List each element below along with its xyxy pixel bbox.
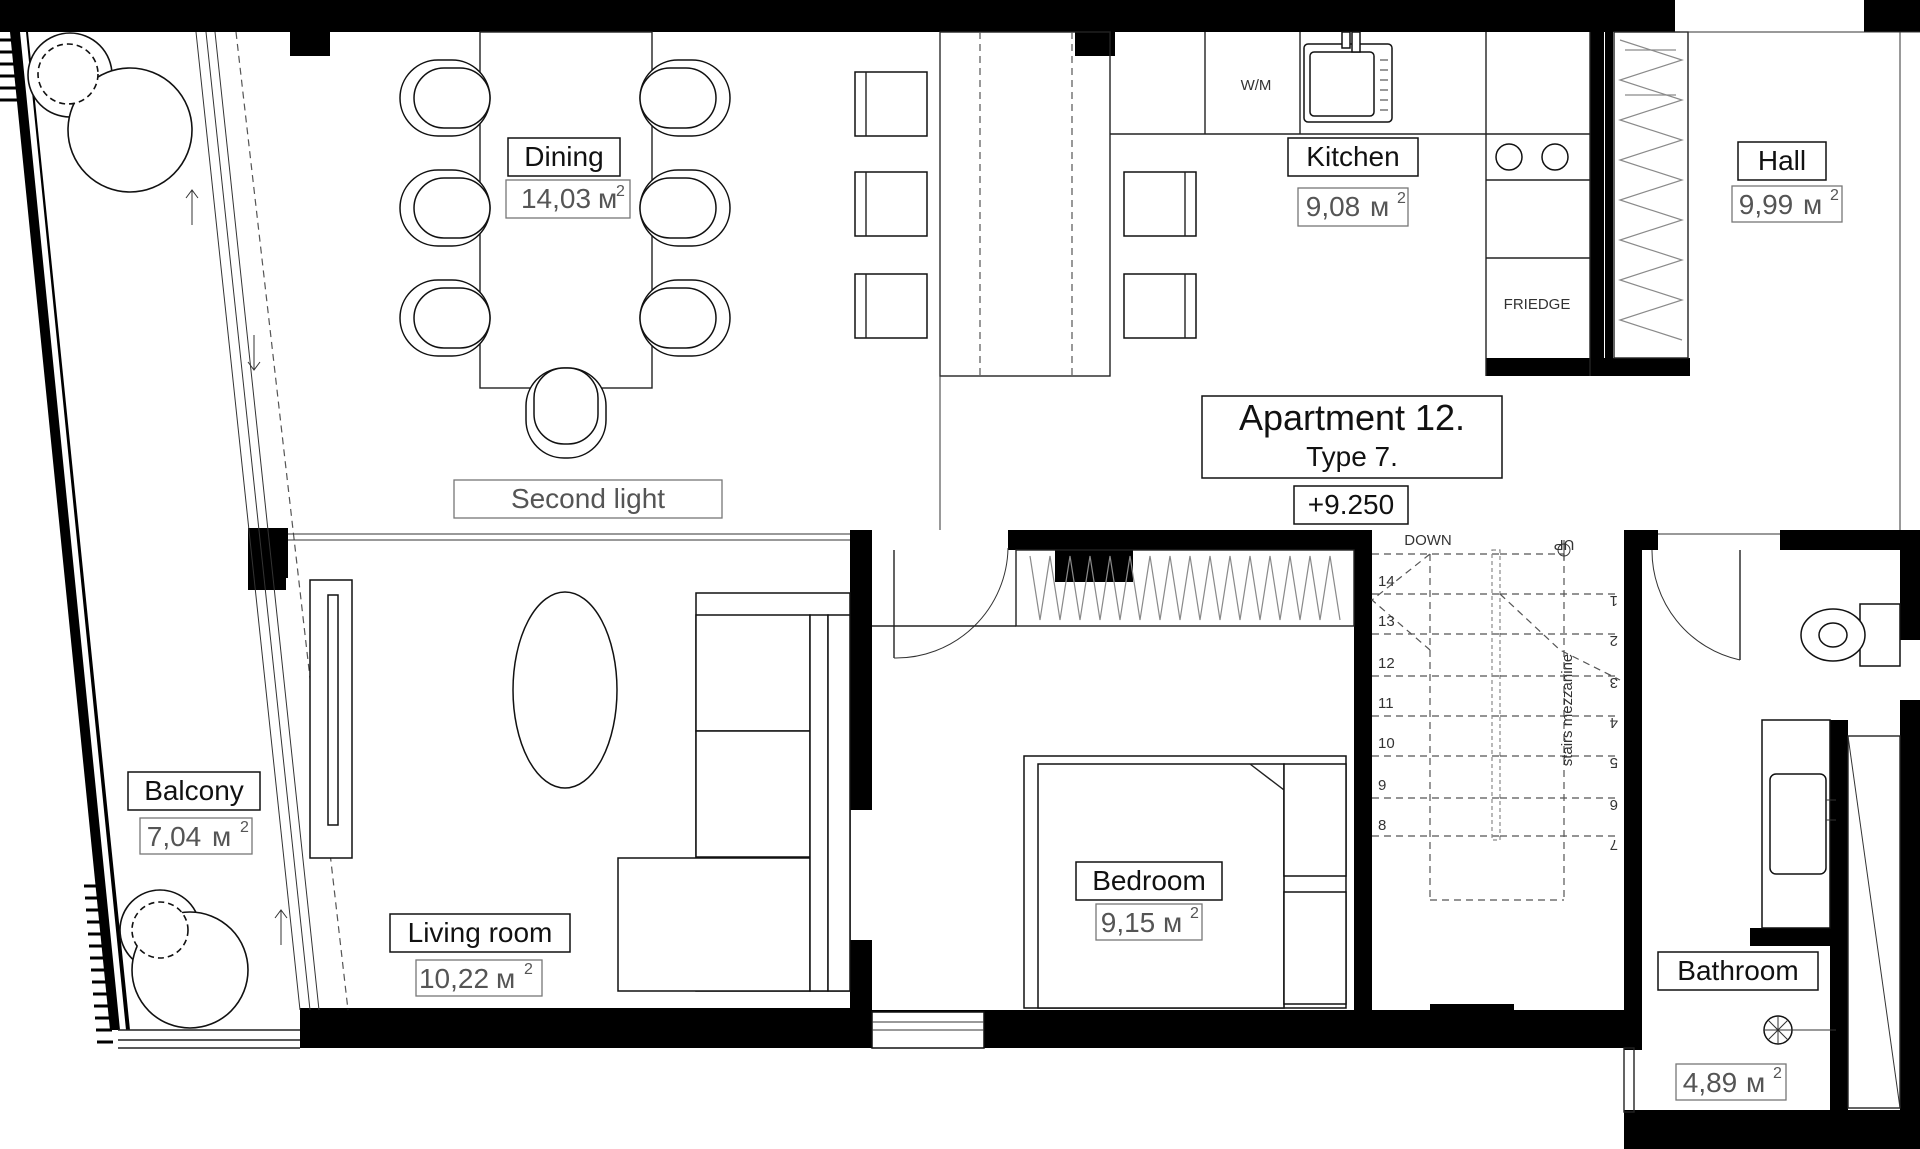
room-label-bathroom: Bathroom 4,89 м 2: [1657, 951, 1819, 1101]
room-area: 9,08: [1306, 191, 1361, 222]
kitchen-counter: [1204, 32, 1591, 376]
room-label-dining: Dining 14,03 м 2: [505, 137, 631, 219]
apartment-name: Apartment 12.: [1239, 397, 1465, 438]
stair-up-label: UP: [1554, 536, 1575, 553]
step-number: 13: [1378, 613, 1395, 630]
room-area-sup: 2: [616, 183, 625, 200]
toilet-icon: [1800, 603, 1901, 667]
room-area: 9,15: [1101, 907, 1156, 938]
room-label-kitchen: Kitchen 9,08 м 2: [1287, 137, 1419, 227]
coffee-table: [512, 591, 618, 789]
step-number: 6: [1610, 796, 1618, 813]
room-area: 4,89: [1683, 1067, 1738, 1098]
room-area-sup: 2: [1830, 187, 1839, 204]
bedroom-wardrobe: [1015, 549, 1355, 627]
room-area: 14,03: [521, 183, 591, 214]
room-area-unit: м: [1746, 1067, 1765, 1098]
step-number: 12: [1378, 655, 1395, 672]
apartment-title: Apartment 12. Type 7. +9.250: [1201, 395, 1503, 525]
room-area-unit: м: [1163, 907, 1182, 938]
level-mark: +9.250: [1308, 489, 1394, 520]
step-number: 7: [1610, 836, 1618, 853]
room-area-sup: 2: [240, 819, 249, 836]
room-area-unit: м: [1370, 191, 1389, 222]
balcony-railing: [0, 31, 349, 1049]
room-area: 10,22: [419, 963, 489, 994]
step-number: 2: [1610, 632, 1618, 649]
hall-wardrobe: [1613, 31, 1689, 359]
fridge-label: FRIEDGE: [1504, 296, 1571, 313]
bathroom-door: [1651, 549, 1741, 661]
room-name: Bedroom: [1092, 865, 1206, 896]
room-label-balcony: Balcony 7,04 м 2: [127, 771, 261, 855]
step-number: 14: [1378, 573, 1395, 590]
room-name: Hall: [1758, 145, 1806, 176]
room-area-sup: 2: [1190, 905, 1199, 922]
sink-icon: [1303, 31, 1393, 123]
staircase: [1371, 540, 1621, 901]
room-area-unit: м: [1803, 189, 1822, 220]
stair-step-numbers-right: 1 2 3 4 5 6 7: [1610, 592, 1618, 853]
step-number: 8: [1378, 817, 1386, 834]
room-area-unit: м: [496, 963, 515, 994]
cooktop-icon: [1495, 143, 1569, 171]
washing-machine-label: W/M: [1241, 77, 1272, 94]
step-number: 4: [1610, 714, 1618, 731]
room-area-sup: 2: [1397, 190, 1406, 207]
plant-bottom-icon: [119, 889, 249, 1029]
room-label-bedroom: Bedroom 9,15 м 2: [1075, 861, 1223, 941]
room-area-unit: м: [212, 821, 231, 852]
apartment-type: Type 7.: [1306, 441, 1398, 472]
bedroom-door: [872, 547, 1016, 659]
sofa: [617, 592, 851, 992]
room-area-sup: 2: [1773, 1065, 1782, 1082]
step-number: 3: [1610, 674, 1618, 691]
room-name: Bathroom: [1677, 955, 1798, 986]
stairs-mezzanine-label: stairs mezzanine: [1559, 654, 1576, 767]
room-label-living: Living room 10,22 м 2: [389, 913, 571, 997]
plant-top-icon: [27, 32, 193, 193]
step-number: 10: [1378, 735, 1395, 752]
bathroom-vent: [1623, 1047, 1635, 1113]
room-name: Living room: [408, 917, 553, 948]
second-light-text: Second light: [511, 483, 665, 514]
second-light-label: Second light: [453, 479, 723, 519]
room-area: 7,04: [147, 821, 202, 852]
stair-down-label: DOWN: [1404, 532, 1452, 549]
room-area-unit: м: [598, 183, 617, 214]
step-number: 5: [1610, 754, 1618, 771]
shower-icon: [1763, 735, 1901, 1109]
dining-chairs: [399, 59, 731, 459]
living-tv-console: [309, 579, 353, 859]
room-area-sup: 2: [524, 961, 533, 978]
bar-stools: [854, 71, 1197, 339]
room-label-hall: Hall 9,99 м 2: [1731, 141, 1843, 223]
room-name: Kitchen: [1306, 141, 1399, 172]
room-name: Dining: [524, 141, 603, 172]
washbasin-icon: [1761, 719, 1836, 929]
step-number: 11: [1378, 695, 1394, 712]
step-number: 1: [1610, 592, 1618, 609]
room-name: Balcony: [144, 775, 244, 806]
room-area: 9,99: [1739, 189, 1794, 220]
step-number: 9: [1378, 777, 1386, 794]
stair-step-numbers-left: 14 13 12 11 10 9 8: [1378, 573, 1395, 834]
